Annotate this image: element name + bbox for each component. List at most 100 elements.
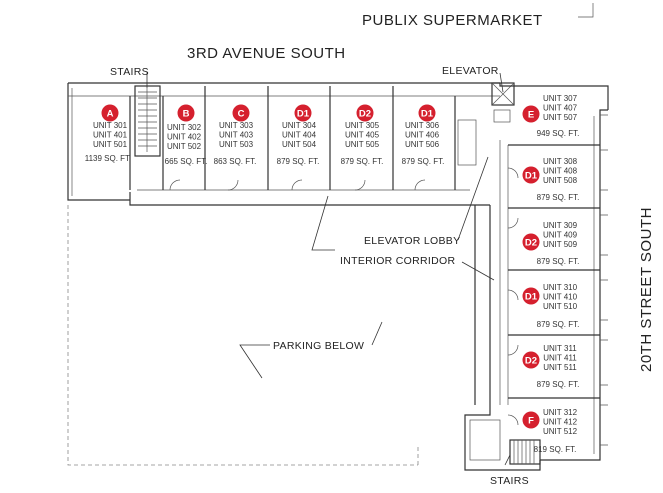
stairs-bottom-landing [469, 419, 501, 461]
unit-type-label: A [107, 108, 114, 119]
elevator-shaft [491, 82, 515, 106]
elevator-leader [499, 72, 504, 93]
east-wing-left-wall [464, 205, 541, 471]
unit-type-badge [356, 104, 374, 122]
unit-number: UNIT 412 [543, 418, 578, 427]
unit-area: 1139 SQ. FT. [85, 154, 132, 163]
unit-number: UNIT 409 [543, 231, 578, 240]
unit-number: UNIT 310 [543, 283, 578, 292]
door-d1b [414, 179, 426, 191]
east-street-label: 20TH STREET SOUTH [638, 207, 655, 372]
unit-number: UNIT 406 [405, 131, 440, 140]
unit-number: UNIT 301 [93, 121, 128, 130]
unit-area: 863 SQ. FT. [214, 157, 257, 166]
unit-type-badge [232, 104, 250, 122]
unit-number: UNIT 401 [93, 131, 128, 140]
unit-number: UNIT 304 [282, 121, 317, 130]
unit-area: 879 SQ. FT. [402, 157, 445, 166]
unit-number: UNIT 410 [543, 293, 578, 302]
unit-type-label: D1 [525, 291, 538, 302]
unit-type-badge [522, 351, 540, 369]
unit-number: UNIT 506 [405, 140, 440, 149]
unit-type-label: D1 [297, 108, 310, 119]
door-d1c [507, 167, 519, 179]
unit-type-label: D2 [525, 237, 537, 248]
stairs-bottom-label: STAIRS [490, 475, 529, 487]
unit-number: UNIT 405 [345, 131, 380, 140]
unit-number: UNIT 407 [543, 104, 578, 113]
unit-type-label: D1 [525, 170, 538, 181]
unit-number: UNIT 507 [543, 113, 578, 122]
unit-number: UNIT 302 [167, 123, 202, 132]
interior-corridor-label: INTERIOR CORRIDOR [340, 255, 455, 267]
parking-outline [67, 205, 418, 466]
unit-area: 819 SQ. FT. [534, 445, 577, 454]
unit-area: 879 SQ. FT. [277, 157, 320, 166]
north-wing-bottom-wall [129, 192, 490, 206]
unit-type-label: D1 [421, 108, 434, 119]
stairs-top-treads [138, 91, 157, 147]
unit-number: UNIT 305 [345, 121, 380, 130]
unit-number: UNIT 503 [219, 140, 254, 149]
unit-area: 949 SQ. FT. [537, 129, 580, 138]
unit-number: UNIT 307 [543, 94, 578, 103]
parking-leader-down [239, 344, 270, 379]
unit-number: UNIT 504 [282, 140, 317, 149]
north-wing-left-wall [67, 83, 130, 201]
unit-number: UNIT 501 [93, 140, 128, 149]
unit-type-badge [522, 287, 540, 305]
unit-type-badge [522, 411, 540, 429]
unit-area: 879 SQ. FT. [537, 193, 580, 202]
unit-number: UNIT 510 [543, 302, 578, 311]
door-d2b [507, 217, 519, 229]
elevator-label: ELEVATOR [442, 65, 499, 77]
unit-number: UNIT 303 [219, 121, 254, 130]
unit-number: UNIT 403 [219, 131, 254, 140]
unit-type-badge [101, 104, 119, 122]
interior-corridor-leader-north [311, 195, 335, 251]
unit-number: UNIT 505 [345, 140, 380, 149]
unit-number: UNIT 309 [543, 221, 578, 230]
door-d1d [507, 289, 519, 301]
door-f [507, 414, 519, 426]
door-c [227, 179, 239, 191]
stairs-bottom-well [509, 439, 541, 465]
unit-number: UNIT 408 [543, 167, 578, 176]
unit-area: 879 SQ. FT. [341, 157, 384, 166]
door-d2c [507, 344, 519, 356]
unit-number: UNIT 311 [543, 344, 577, 353]
unit-number: UNIT 511 [543, 363, 577, 372]
lobby-niche [457, 119, 477, 166]
unit-type-badge [294, 104, 312, 122]
unit-number: UNIT 306 [405, 121, 440, 130]
north-street-label: 3RD AVENUE SOUTH [187, 45, 346, 62]
east-wing-top-wall [499, 83, 609, 110]
door-d2a [354, 179, 366, 191]
elevator-cross [491, 82, 515, 106]
interior-corridor-leader-east [461, 261, 495, 281]
door-d1a [291, 179, 303, 191]
unit-type-label: C [238, 108, 245, 119]
unit-type-badge [418, 104, 436, 122]
door-b [169, 179, 181, 191]
landmark-bracket [578, 3, 594, 18]
unit-type-badge [177, 104, 195, 122]
stairs-bottom-treads [513, 440, 535, 464]
unit-area: 879 SQ. FT. [537, 320, 580, 329]
unit-type-label: D2 [359, 108, 371, 119]
unit-area: 665 SQ. FT. [165, 157, 208, 166]
parking-leader-up [371, 321, 383, 346]
unit-number: UNIT 411 [543, 354, 577, 363]
unit-area: 879 SQ. FT. [537, 257, 580, 266]
stairs-top-label: STAIRS [110, 66, 149, 78]
elevator-lobby-leader [457, 156, 489, 241]
